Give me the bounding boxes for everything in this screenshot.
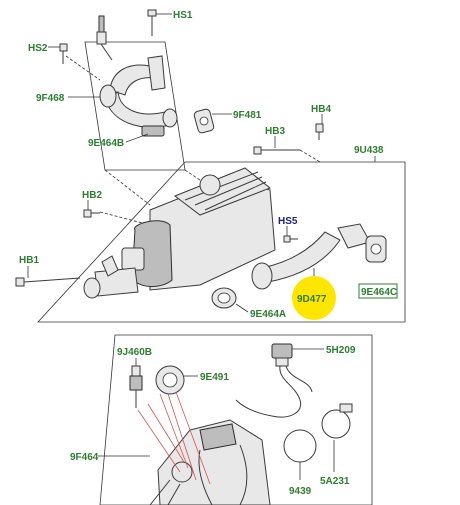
label-9e464c[interactable]: 9E464C: [361, 287, 397, 298]
bolt-hs2: [59, 43, 68, 64]
gasket-9e464c: [365, 235, 387, 263]
egr-valve-lower: [149, 419, 271, 505]
label-hs2[interactable]: HS2: [28, 43, 48, 54]
inset-box-upper: [84, 41, 186, 171]
gasket-9e491: [155, 365, 185, 395]
label-hb2[interactable]: HB2: [82, 190, 102, 201]
sensor-top: [96, 15, 113, 61]
label-5a231[interactable]: 5A231: [320, 476, 350, 487]
valve-5h209: [235, 343, 313, 418]
bolt-hs1: [147, 9, 157, 36]
lower-box: [99, 334, 373, 505]
bolt-hs5: [283, 235, 298, 243]
label-9f468[interactable]: 9F468: [36, 93, 65, 104]
label-9d477[interactable]: 9D477: [297, 294, 327, 305]
sensor-9j460b: [129, 365, 143, 408]
label-9e491[interactable]: 9E491: [200, 372, 229, 383]
highlight-9d477: [292, 276, 336, 320]
egr-pipe-upper: [99, 55, 178, 137]
gasket-9e464a: [211, 287, 237, 309]
label-9e464a[interactable]: 9E464A: [250, 309, 286, 320]
gasket-9439: [283, 429, 317, 463]
label-hb1[interactable]: HB1: [19, 255, 39, 266]
bolt-hb3: [253, 146, 300, 155]
label-9e464b[interactable]: 9E464B: [88, 138, 124, 149]
main-box-middle: [37, 161, 406, 323]
label-hb3[interactable]: HB3: [265, 126, 285, 137]
label-5h209[interactable]: 5H209: [326, 345, 356, 356]
label-9f464[interactable]: 9F464: [70, 452, 99, 463]
bolt-hb1: [15, 277, 81, 287]
clamp-5a231: [321, 403, 353, 439]
label-9j460b[interactable]: 9J460B: [117, 347, 152, 358]
pipe-9d477: [251, 223, 371, 290]
egr-cooler: [83, 167, 276, 299]
gasket-9f481: [193, 108, 215, 134]
label-hs1[interactable]: HS1: [173, 10, 193, 21]
bolt-hb4: [315, 123, 324, 140]
label-box-9e464c: [358, 283, 398, 299]
label-9439[interactable]: 9439: [289, 486, 312, 497]
bolt-hb2: [83, 209, 100, 218]
label-9f481[interactable]: 9F481: [233, 110, 262, 121]
label-hs5[interactable]: HS5: [278, 216, 298, 227]
label-9u438[interactable]: 9U438: [354, 145, 384, 156]
label-hb4[interactable]: HB4: [311, 104, 331, 115]
